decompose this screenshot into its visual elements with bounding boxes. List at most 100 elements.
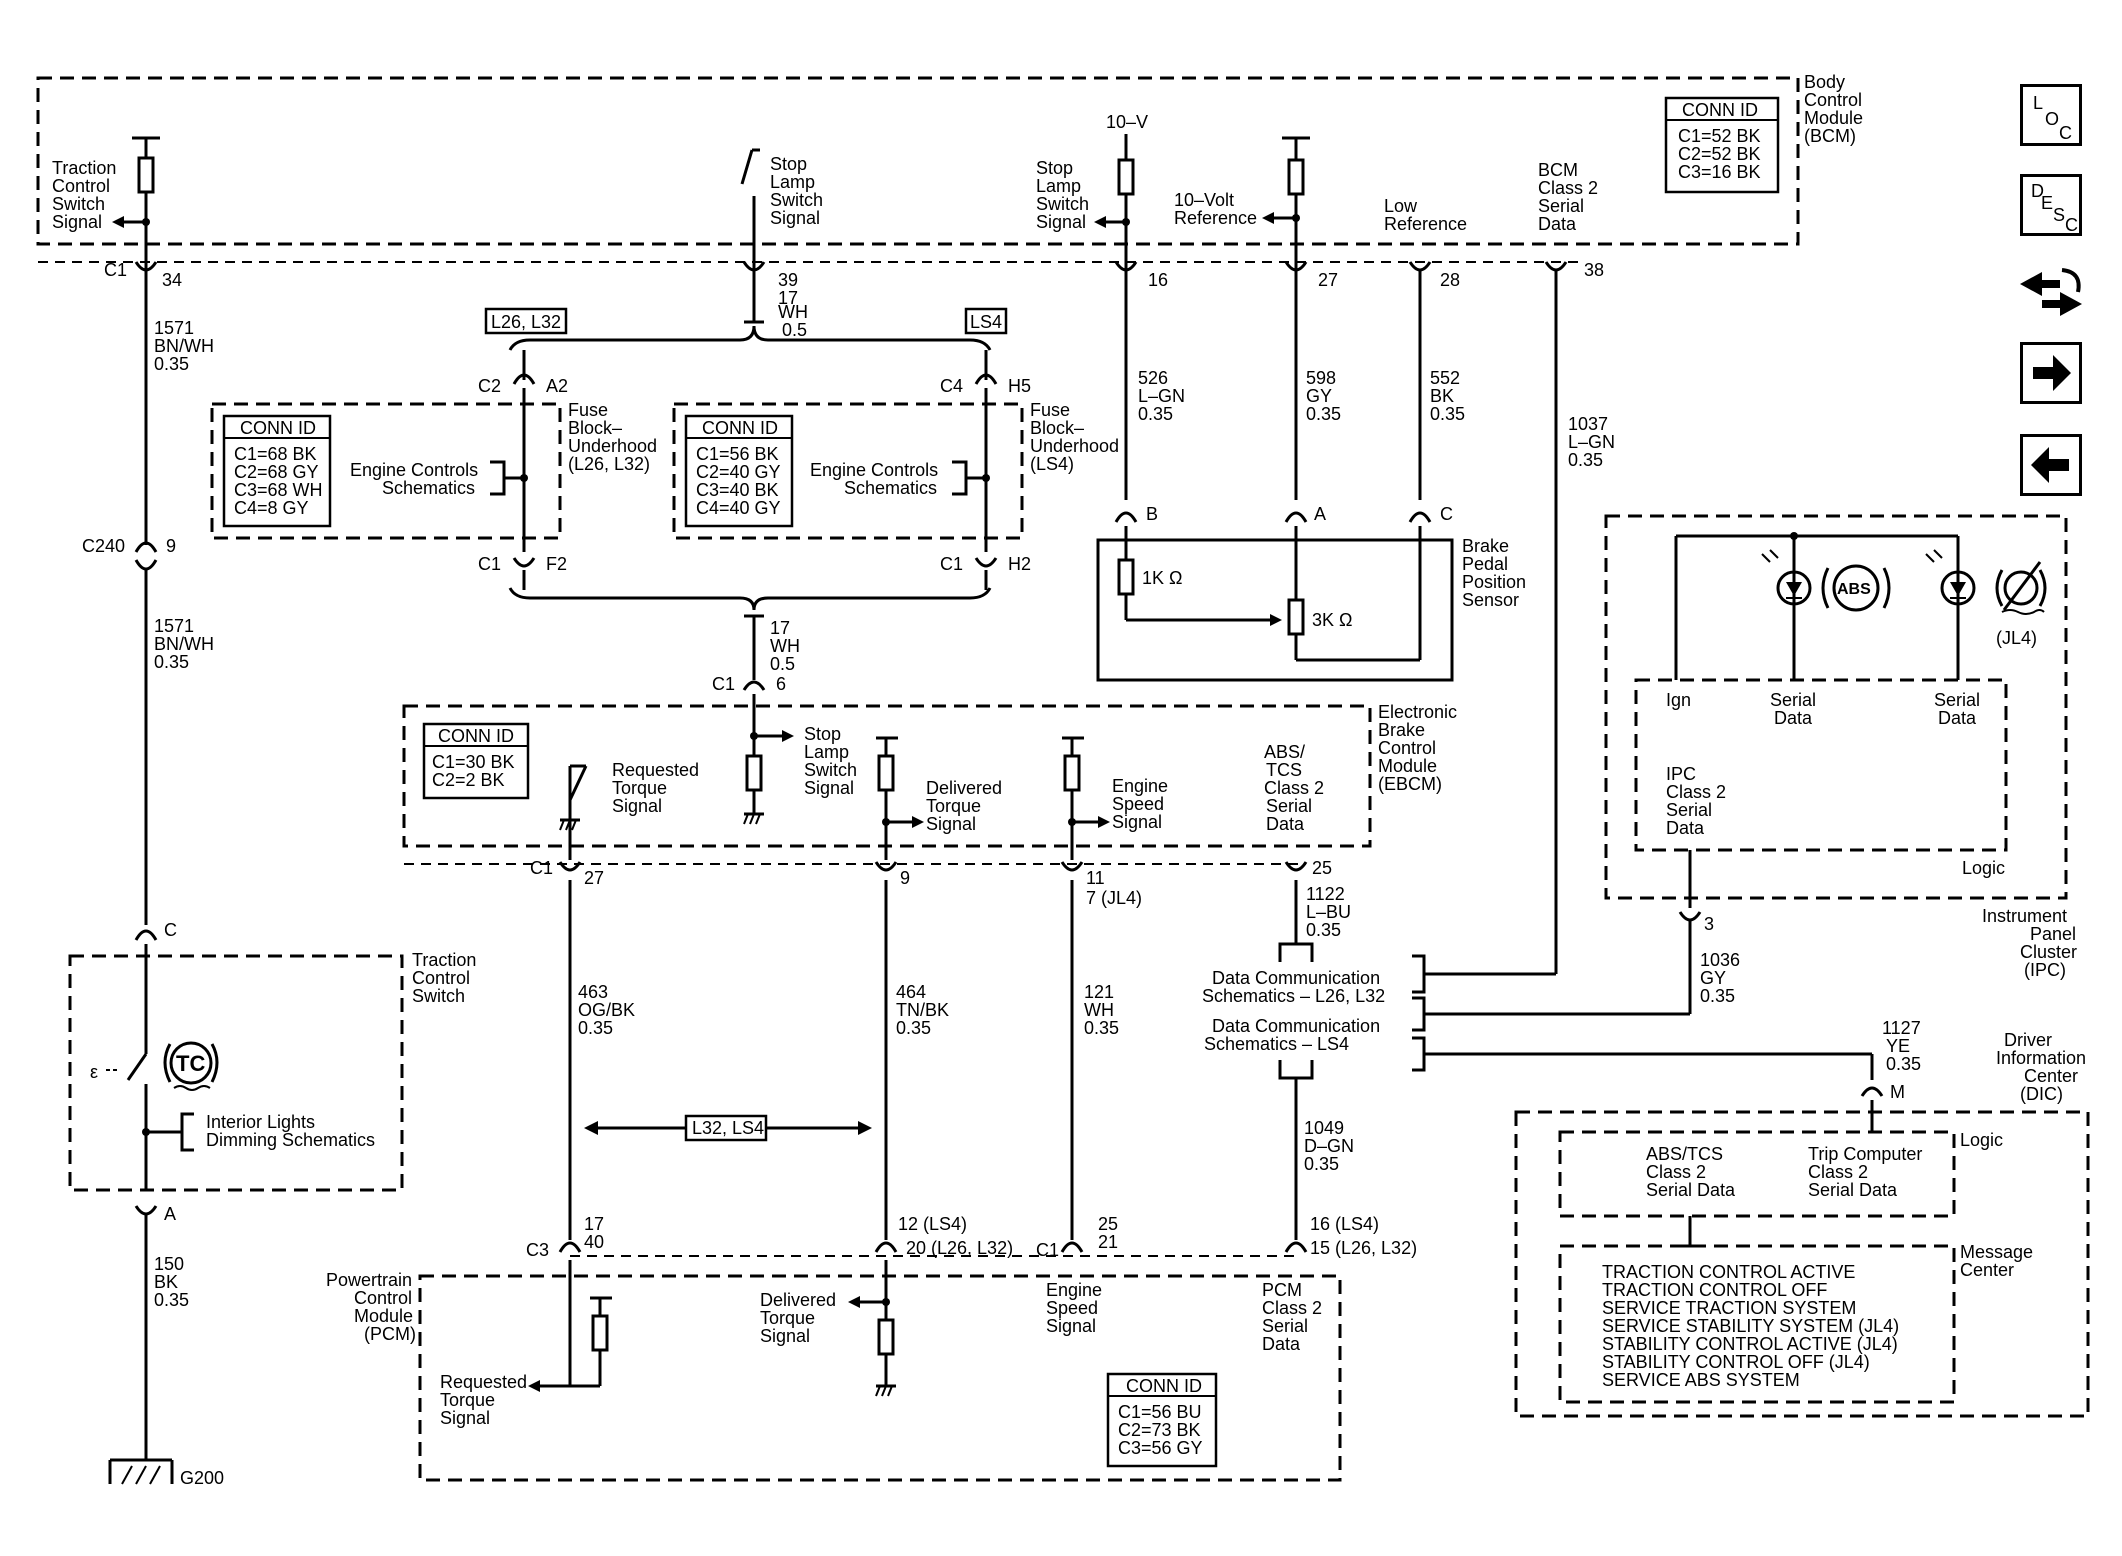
bcm-module: Body Control Module (BCM) CONN ID C1=52 … xyxy=(36,72,1863,290)
data-comm-ls4: Schematics – LS4 xyxy=(1204,1034,1349,1054)
ipc-jl4: (JL4) xyxy=(1996,628,2037,648)
wire-121: 0.35 xyxy=(1084,1018,1119,1038)
ebcm-requested-torque: Signal xyxy=(612,796,662,816)
traction-switch-label: Switch xyxy=(412,986,465,1006)
traction-pin-a: A xyxy=(164,1204,176,1224)
pcm-requested-torque: Signal xyxy=(440,1408,490,1428)
bpps-pin-a: A xyxy=(1314,504,1326,524)
indicator-lamp-icon xyxy=(1761,549,1812,606)
tag-ls4-text: LS4 xyxy=(970,312,1002,332)
wire-17a: 0.5 xyxy=(782,320,807,340)
left-c2: C2 xyxy=(478,376,501,396)
pcm-label: (PCM) xyxy=(364,1324,416,1344)
bcm-c1-label: C1 xyxy=(104,260,127,280)
bpps-r2: 3K Ω xyxy=(1312,610,1352,630)
ipc-label: Cluster xyxy=(2020,942,2077,962)
connector-view-button[interactable] xyxy=(2016,262,2086,326)
wire-1036: 1036 xyxy=(1700,950,1740,970)
ipc-data-label: Class 2 xyxy=(1666,782,1726,802)
wire-526: L–GN xyxy=(1138,386,1185,406)
ebcm-label: (EBCM) xyxy=(1378,774,1442,794)
fuse-label-right: Block– xyxy=(1030,418,1084,438)
dic-message: TRACTION CONTROL OFF xyxy=(1602,1280,1827,1300)
ebcm-engine-speed: Signal xyxy=(1112,812,1162,832)
wire-598: 598 xyxy=(1306,368,1336,388)
engine-controls-right: Engine Controls xyxy=(810,460,938,480)
traction-pin-c: C xyxy=(164,920,177,940)
ebcm-pin-6: 6 xyxy=(776,674,786,694)
next-page-button[interactable] xyxy=(2020,342,2082,404)
wire-121: WH xyxy=(1084,1000,1114,1020)
pcm-pin-25: 25 xyxy=(1098,1214,1118,1234)
location-button[interactable]: L O C xyxy=(2020,84,2082,146)
dic-abs-tcs: Class 2 xyxy=(1646,1162,1706,1182)
previous-page-button[interactable] xyxy=(2020,434,2082,496)
ebcm-conn-line: C1=30 BK xyxy=(432,752,515,772)
fuse-label-left: (L26, L32) xyxy=(568,454,650,474)
wire-1127: YE xyxy=(1886,1036,1910,1056)
bcm-stop-lamp-right: Signal xyxy=(1036,212,1086,232)
connector-view-icon xyxy=(2020,268,2082,316)
abs-warning-icon: ABS xyxy=(1821,564,1891,612)
ebcm-conn-title: CONN ID xyxy=(438,726,514,746)
bcm-pin-39: 39 xyxy=(778,270,798,290)
left-conn-id-box xyxy=(222,414,332,528)
dic-logic: Logic xyxy=(1960,1130,2003,1150)
left-conn-line: C1=68 BK xyxy=(234,444,317,464)
wire-17b: 17 xyxy=(770,618,790,638)
dic-message: STABILITY CONTROL ACTIVE (JL4) xyxy=(1602,1334,1898,1354)
ebcm-label: Brake xyxy=(1378,720,1425,740)
bcm-traction-signal: Control xyxy=(52,176,110,196)
pcm-pin-40: 40 xyxy=(584,1232,604,1252)
dic-message: STABILITY CONTROL OFF (JL4) xyxy=(1602,1352,1870,1372)
bcm-ten-volt-ref: Reference xyxy=(1174,208,1257,228)
ipc-logic-box xyxy=(1634,678,2008,852)
pcm-circuits: 463 OG/BK 0.35 464 TN/BK 0.35 121 WH 0.3… xyxy=(526,880,1417,1260)
engine-controls-left: Schematics xyxy=(382,478,475,498)
dic-trip: Trip Computer xyxy=(1808,1144,1922,1164)
traction-switch-circuit: 1571 BN/WH 0.35 C240 9 1571 BN/WH 0.35 C… xyxy=(68,270,476,1488)
bcm-low-ref: Reference xyxy=(1384,214,1467,234)
left-conn-line: C4=8 GY xyxy=(234,498,309,518)
pcm-serial-data: Serial xyxy=(1262,1316,1308,1336)
dic-message-center: Message xyxy=(1960,1242,2033,1262)
ebcm-pin-11: 11 xyxy=(1086,868,1105,888)
ebcm-stop-lamp: Stop xyxy=(804,724,841,744)
ebcm-label: Control xyxy=(1378,738,1436,758)
ebcm-stop-lamp: Lamp xyxy=(804,742,849,762)
dic-trip: Serial Data xyxy=(1808,1180,1898,1200)
traction-switch-box xyxy=(68,954,404,1192)
left-conn-line: C3=68 WH xyxy=(234,480,323,500)
pcm-engine-speed: Speed xyxy=(1046,1298,1098,1318)
wire-150: 0.35 xyxy=(154,1290,189,1310)
traction-off-icon xyxy=(1995,561,2047,615)
dic-abs-tcs: ABS/TCS xyxy=(1646,1144,1723,1164)
description-button[interactable]: D E S C xyxy=(2020,174,2082,236)
loc-letter: C xyxy=(2059,123,2072,143)
right-c4: C4 xyxy=(940,376,963,396)
bcm-title-3: Module xyxy=(1804,108,1863,128)
bcm-stop-lamp-left: Stop xyxy=(770,154,807,174)
ebcm-label: Electronic xyxy=(1378,702,1457,722)
dic-message-center: Center xyxy=(1960,1260,2014,1280)
bcm-traction-signal: Switch xyxy=(52,194,105,214)
fuse-label-right: (LS4) xyxy=(1030,454,1074,474)
bpps-r1: 1K Ω xyxy=(1142,568,1182,588)
wire-1127: 0.35 xyxy=(1886,1054,1921,1074)
pcm-delivered-torque: Delivered xyxy=(760,1290,836,1310)
pcm-engine-speed: Engine xyxy=(1046,1280,1102,1300)
wire-526: 0.35 xyxy=(1138,404,1173,424)
desc-letter: E xyxy=(2041,193,2054,213)
bcm-pin-38: 38 xyxy=(1584,260,1604,280)
fuse-label-left: Underhood xyxy=(568,436,657,456)
ebcm-pin-25: 25 xyxy=(1312,858,1332,878)
pcm-requested-torque: Torque xyxy=(440,1390,495,1410)
tag-l26-l32 xyxy=(484,307,568,335)
ebcm-delivered-torque: Signal xyxy=(926,814,976,834)
ebcm-requested-torque: Torque xyxy=(612,778,667,798)
tag-l32-ls4-text: L32, LS4 xyxy=(692,1118,764,1138)
ebcm-abs-tcs: Class 2 xyxy=(1264,778,1324,798)
bcm-serial-data: BCM xyxy=(1538,160,1578,180)
ipc-label: (IPC) xyxy=(2024,960,2066,980)
switch-actuator: ε xyxy=(90,1062,98,1082)
